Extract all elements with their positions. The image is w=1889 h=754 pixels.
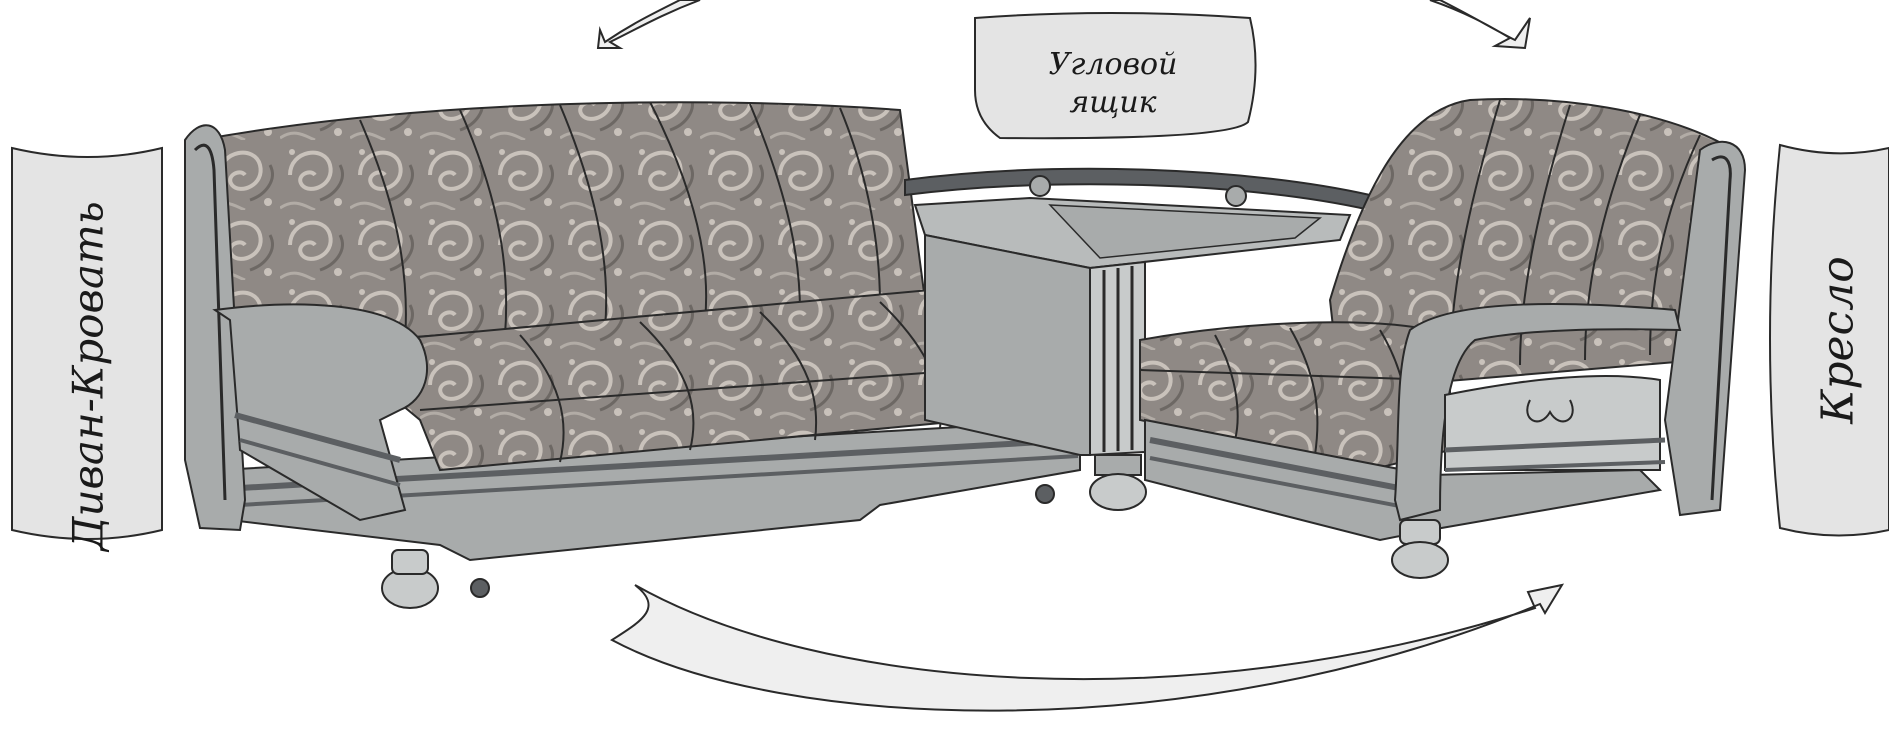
- label-panel-left: [11, 146, 163, 540]
- label-panel-top: [974, 12, 1257, 140]
- corner-box-illustration: [904, 167, 1371, 511]
- corner-box-label: Угловой ящик: [1003, 46, 1223, 122]
- label-panel-right: [1769, 143, 1889, 537]
- arrow-top-right-icon: [1429, 0, 1531, 50]
- armchair-illustration: [1139, 98, 1747, 579]
- armchair-label: Кресло: [1812, 256, 1864, 424]
- arrow-top-left-icon: [596, 0, 701, 49]
- arrow-bottom-icon: [610, 583, 1565, 712]
- corner-box-label-line2: ящик: [1069, 85, 1157, 120]
- corner-box-label-line1: Угловой: [1048, 47, 1178, 82]
- sofa-bed-label: Диван-Кровать: [63, 201, 113, 551]
